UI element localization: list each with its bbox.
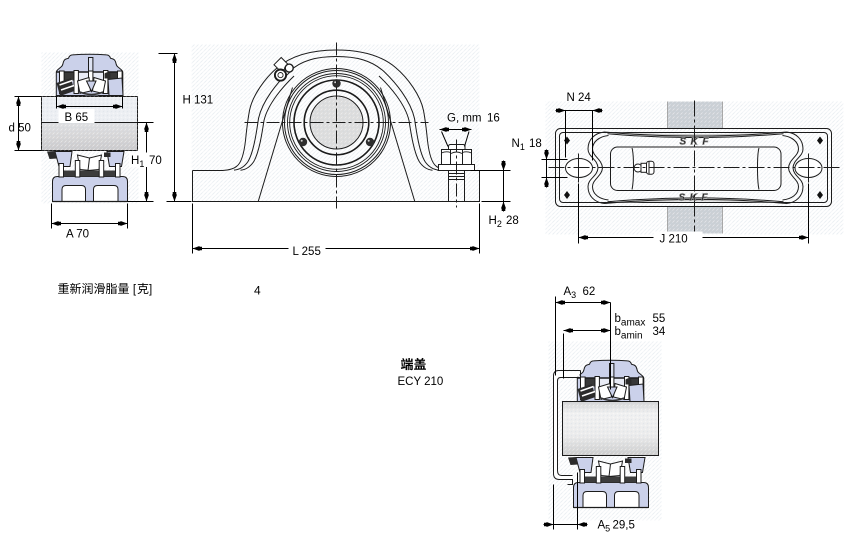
svg-text:A 70: A 70 xyxy=(66,229,89,241)
svg-text:29,5: 29,5 xyxy=(613,520,635,532)
svg-text:70: 70 xyxy=(149,155,162,167)
svg-text:]: ] xyxy=(149,284,152,296)
svg-text:ECY 210: ECY 210 xyxy=(398,376,444,388)
svg-text:55: 55 xyxy=(653,313,666,325)
svg-text:H2: H2 xyxy=(489,215,502,229)
svg-text:A5: A5 xyxy=(598,520,611,534)
svg-text:62: 62 xyxy=(583,286,596,298)
svg-text:16: 16 xyxy=(487,113,500,125)
svg-text:SKF: SKF xyxy=(679,193,709,204)
svg-text:34: 34 xyxy=(653,326,666,338)
svg-text:N1: N1 xyxy=(512,138,525,152)
svg-text:28: 28 xyxy=(506,215,519,227)
svg-text:[: [ xyxy=(133,284,137,296)
svg-text:L 255: L 255 xyxy=(293,246,321,258)
svg-text:A3: A3 xyxy=(564,286,577,300)
svg-text:B 65: B 65 xyxy=(65,112,89,124)
svg-text:H 131: H 131 xyxy=(183,95,214,107)
svg-text:G, mm: G, mm xyxy=(447,113,482,125)
svg-text:N 24: N 24 xyxy=(567,92,592,104)
svg-text:18: 18 xyxy=(529,138,542,150)
svg-text:J 210: J 210 xyxy=(660,234,688,246)
svg-text:H1: H1 xyxy=(131,155,144,169)
svg-text:bamin: bamin xyxy=(615,326,643,342)
svg-text:d 50: d 50 xyxy=(9,123,31,135)
svg-text:SKF: SKF xyxy=(680,137,710,148)
svg-text:4: 4 xyxy=(254,284,261,298)
svg-text:bamax: bamax xyxy=(615,313,646,329)
